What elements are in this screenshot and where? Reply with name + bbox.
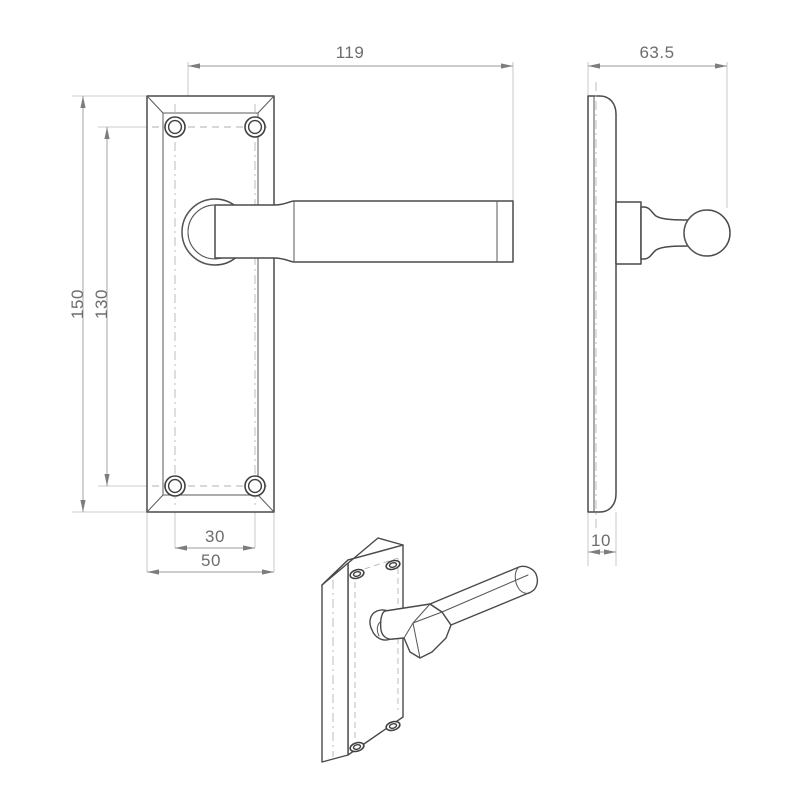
- dimension-lever-length: 119: [188, 43, 513, 69]
- front-rose-overlap: [181, 198, 216, 266]
- dimension-plate-width: 50: [147, 551, 274, 575]
- iso-backplate: [321, 537, 404, 763]
- dimension-fixing-centres-horizontal: 30: [175, 527, 255, 551]
- front-lever-arm: [214, 200, 514, 263]
- dimension-label-150: 150: [68, 289, 87, 319]
- side-lever-neck: [640, 206, 731, 260]
- dimension-label-130: 130: [92, 289, 111, 319]
- front-fixing-holes: [164, 116, 266, 497]
- side-extension-lines: [587, 62, 728, 566]
- iso-fixing-holes: [349, 559, 401, 753]
- dimension-label-50: 50: [201, 551, 221, 570]
- isometric-view: [321, 537, 539, 763]
- front-extension-lines: [72, 62, 514, 572]
- iso-lever-shaft: [429, 565, 539, 626]
- dimension-lever-projection: 63.5: [588, 43, 727, 69]
- front-backplate: [146, 95, 275, 513]
- dimension-label-10: 10: [591, 531, 611, 550]
- dimension-fixing-centres-vertical: 130: [92, 127, 111, 486]
- side-lever-rose: [615, 201, 642, 265]
- side-backplate: [587, 95, 617, 513]
- dimension-label-119: 119: [336, 43, 365, 62]
- side-elevation-view: 63.5 10: [587, 43, 731, 566]
- dimension-plate-thickness: 10: [588, 531, 616, 555]
- iso-lever-arm: [379, 603, 452, 659]
- front-elevation-view: 119 150 130 30 50: [68, 43, 514, 575]
- dimension-label-63-5: 63.5: [639, 43, 674, 62]
- dimension-label-30: 30: [205, 527, 225, 546]
- dimension-plate-height: 150: [68, 96, 87, 512]
